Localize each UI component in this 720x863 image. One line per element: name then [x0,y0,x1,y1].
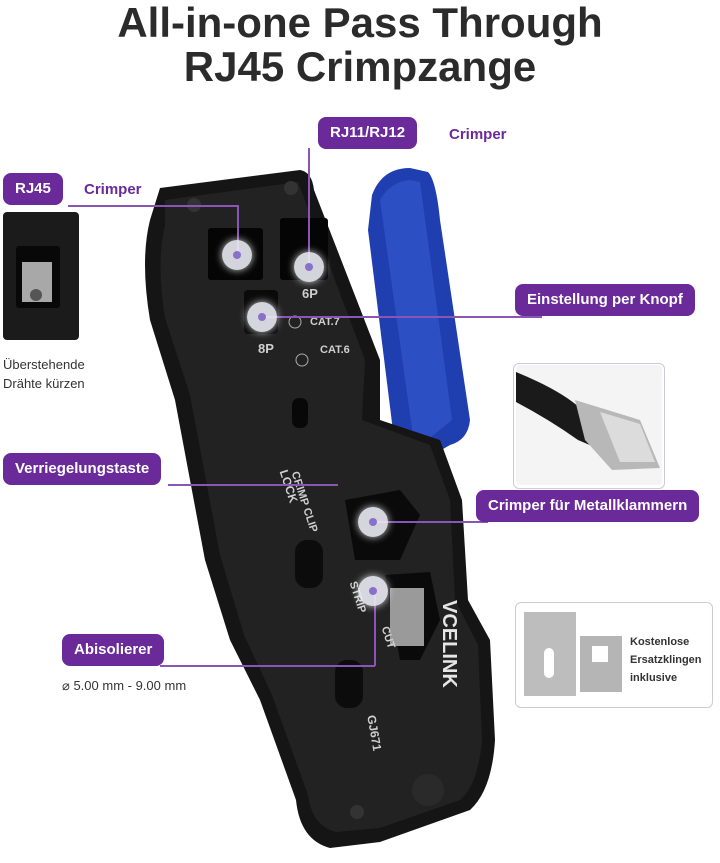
label-6p: 6P [302,286,318,301]
trim-note: Überstehende Drähte kürzen [3,355,85,393]
line-abisol-v [374,590,376,666]
brand-logo-text: VCELINK [438,600,460,688]
line-rj45-v [237,205,239,255]
blades-note-line2: Ersatzklingen [630,654,702,666]
blades-note: Kostenlose Ersatzklingen inklusive [630,633,702,687]
line-abisol [160,665,375,667]
diameter-icon: ⌀ [62,678,74,693]
line-rj11-v [308,148,310,266]
cable-image-frame [513,363,665,489]
marker-knopf [247,302,277,332]
callout-rj11-pill: RJ11/RJ12 [318,117,418,149]
callout-metall-pill: Crimper für Metallklammern [476,490,700,522]
title-line-1: All-in-one Pass Through [117,0,603,46]
trim-note-line1: Überstehende [3,357,85,372]
marker-rj45 [222,240,252,270]
line-metall [374,521,488,523]
callout-rj45-pill: RJ45 [3,173,63,205]
callout-lock-pill: Verriegelungstaste [3,453,162,485]
marker-abisol [358,576,388,606]
marker-metall [358,507,388,537]
strip-range-text: 5.00 mm - 9.00 mm [73,678,187,693]
line-rj45 [68,205,238,207]
label-8p: 8P [258,341,274,356]
callout-rj45-text: Crimper [84,181,142,198]
title-line-2: RJ45 Crimpzange [183,43,537,90]
callout-abisol-pill: Abisolierer [62,634,165,666]
blades-image-frame [515,602,713,708]
callout-rj11-text: Crimper [449,126,507,143]
strip-range: ⌀ 5.00 mm - 9.00 mm [62,676,186,695]
blades-note-line1: Kostenlose [630,636,690,648]
label-cat7: CAT.7 [310,316,340,328]
blades-note-line3: inklusive [630,672,678,684]
marker-rj11 [294,252,324,282]
line-lock [168,484,338,486]
label-cat6: CAT.6 [320,344,350,356]
line-knopf [262,316,542,318]
callout-knopf-pill: Einstellung per Knopf [515,284,695,316]
trim-note-line2: Drähte kürzen [3,376,85,391]
